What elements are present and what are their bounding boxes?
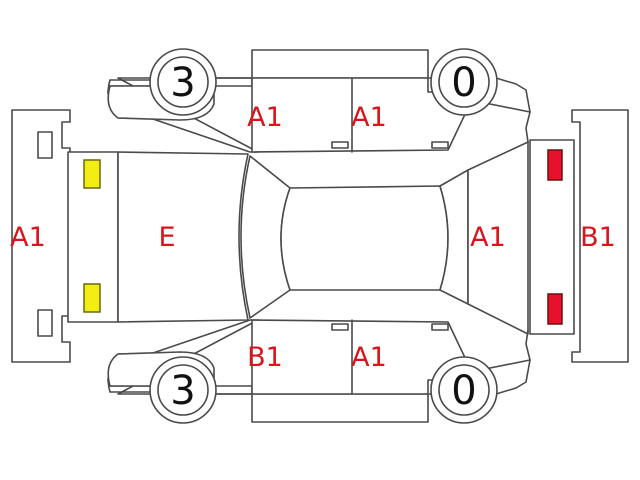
- rear-bumper: [571, 109, 629, 363]
- rear-window: [439, 169, 469, 305]
- code-front-bumper: A1: [10, 222, 46, 253]
- tire-rear-right: 0: [430, 356, 498, 424]
- taillight-right: [547, 293, 563, 325]
- tire-front-right: 3: [149, 356, 217, 424]
- tire-rear-left-value: 0: [451, 60, 476, 106]
- left-side-profile: [107, 49, 531, 153]
- tire-rear-right-value: 0: [451, 368, 476, 414]
- code-left-front-door: A1: [247, 102, 283, 133]
- code-tailgate: A1: [470, 222, 506, 253]
- front-fascia: [67, 151, 119, 323]
- headlight-right: [83, 283, 101, 313]
- code-right-front-door: B1: [247, 342, 283, 373]
- code-hood: E: [158, 222, 175, 253]
- headlight-left: [83, 159, 101, 189]
- roof-panel: [280, 185, 449, 291]
- code-rear-bumper: B1: [580, 222, 616, 253]
- taillight-left: [547, 149, 563, 181]
- hood-panel: [117, 151, 249, 323]
- tire-front-left-value: 3: [170, 60, 195, 106]
- code-left-rear-door: A1: [351, 102, 387, 133]
- code-right-rear-door: A1: [351, 342, 387, 373]
- tire-front-left: 3: [149, 48, 217, 116]
- rear-fascia: [529, 139, 575, 335]
- tire-rear-left: 0: [430, 48, 498, 116]
- tire-front-right-value: 3: [170, 368, 195, 414]
